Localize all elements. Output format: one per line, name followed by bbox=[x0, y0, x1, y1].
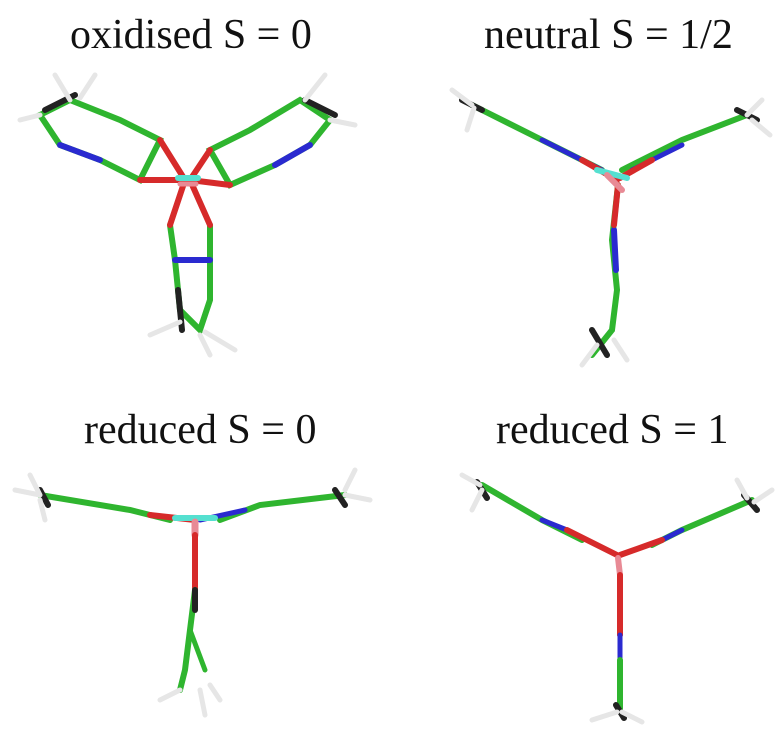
molecule-reduced-s1 bbox=[459, 472, 775, 725]
panel-label-oxidised-s0: oxidised S = 0 bbox=[70, 12, 312, 58]
molecule-neutral-s-half bbox=[449, 87, 773, 368]
panel-label-reduced-s0: reduced S = 0 bbox=[84, 407, 317, 453]
molecule-oxidised-s0 bbox=[17, 72, 358, 358]
molecule-reduced-s0 bbox=[12, 467, 373, 718]
panel-label-neutral-s-half: neutral S = 1/2 bbox=[484, 12, 733, 58]
panel-label-reduced-s1: reduced S = 1 bbox=[496, 407, 729, 453]
